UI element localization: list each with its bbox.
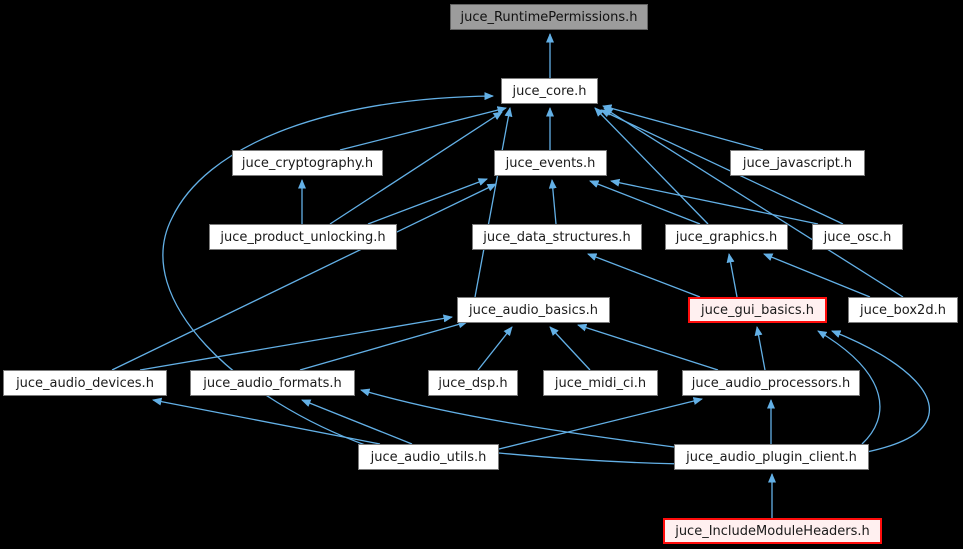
edge-juce_audio_devices-to-juce_events: [111, 183, 497, 371]
edge-juce_product_unlocking-to-juce_core: [329, 111, 503, 225]
node-juce_core[interactable]: juce_core.h: [501, 78, 598, 104]
edge-juce_dsp-to-juce_audio_basics: [477, 326, 513, 371]
node-juce_audio_utils[interactable]: juce_audio_utils.h: [358, 444, 499, 470]
node-juce_osc[interactable]: juce_osc.h: [812, 224, 903, 250]
edge-juce_javascript-to-juce_core: [602, 104, 764, 151]
node-juce_box2d[interactable]: juce_box2d.h: [848, 297, 958, 323]
node-juce_events[interactable]: juce_events.h: [494, 150, 607, 176]
node-juce_product_unlocking[interactable]: juce_product_unlocking.h: [209, 224, 397, 250]
node-juce_data_structures[interactable]: juce_data_structures.h: [472, 224, 642, 250]
edge-juce_graphics-to-juce_core: [594, 107, 709, 225]
edge-juce_box2d-to-juce_core: [603, 107, 904, 298]
edge-juce_audio_plugin_client-to-juce_audio_formats: [360, 388, 675, 448]
node-juce_midi_ci[interactable]: juce_midi_ci.h: [543, 370, 658, 396]
edge-juce_audio_processors-to-juce_audio_basics: [577, 323, 719, 371]
edge-juce_audio_formats-to-juce_audio_basics: [299, 320, 468, 371]
node-juce_cryptography[interactable]: juce_cryptography.h: [232, 150, 383, 176]
node-juce_javascript[interactable]: juce_javascript.h: [730, 150, 865, 176]
edge-juce_audio_basics-to-juce_core: [474, 107, 513, 298]
node-juce_RuntimePermissions[interactable]: juce_RuntimePermissions.h: [450, 4, 648, 30]
edge-juce_osc-to-juce_events: [610, 178, 819, 225]
edge-juce_midi_ci-to-juce_audio_basics: [549, 326, 591, 371]
edge-juce_product_unlocking-to-juce_events: [367, 178, 488, 225]
node-juce_audio_plugin_client[interactable]: juce_audio_plugin_client.h: [674, 444, 869, 470]
edge-juce_audio_plugin_client-to-juce_gui_basics: [817, 330, 881, 445]
edge-juce_gui_basics-to-juce_graphics: [726, 253, 738, 298]
node-juce_gui_basics[interactable]: juce_gui_basics.h: [688, 297, 827, 323]
node-juce_audio_processors[interactable]: juce_audio_processors.h: [682, 370, 860, 396]
edge-juce_audio_utils-to-juce_gui_basics: [498, 330, 931, 465]
node-juce_dsp[interactable]: juce_dsp.h: [428, 370, 518, 396]
edge-juce_audio_utils-to-juce_audio_formats: [301, 399, 413, 445]
edge-juce_audio_processors-to-juce_gui_basics: [754, 326, 766, 371]
edge-juce_graphics-to-juce_events: [589, 180, 701, 225]
edge-juce_box2d-to-juce_graphics: [763, 253, 871, 298]
edge-juce_audio_utils-to-juce_audio_devices: [152, 397, 381, 445]
edge-juce_osc-to-juce_core: [600, 109, 844, 225]
edge-juce_audio_utils-to-juce_audio_processors: [498, 397, 703, 450]
node-juce_audio_devices[interactable]: juce_audio_devices.h: [3, 370, 167, 396]
edge-juce_gui_basics-to-juce_data_structures: [587, 253, 701, 298]
node-juce_audio_basics[interactable]: juce_audio_basics.h: [457, 297, 610, 323]
edge-juce_data_structures-to-juce_events: [548, 179, 557, 225]
node-juce_IncludeModuleHeaders[interactable]: juce_IncludeModuleHeaders.h: [663, 518, 882, 544]
node-juce_graphics[interactable]: juce_graphics.h: [665, 224, 788, 250]
node-juce_audio_formats[interactable]: juce_audio_formats.h: [190, 370, 355, 396]
edge-juce_cryptography-to-juce_core: [339, 106, 507, 151]
edge-juce_audio_devices-to-juce_audio_basics: [139, 314, 453, 371]
